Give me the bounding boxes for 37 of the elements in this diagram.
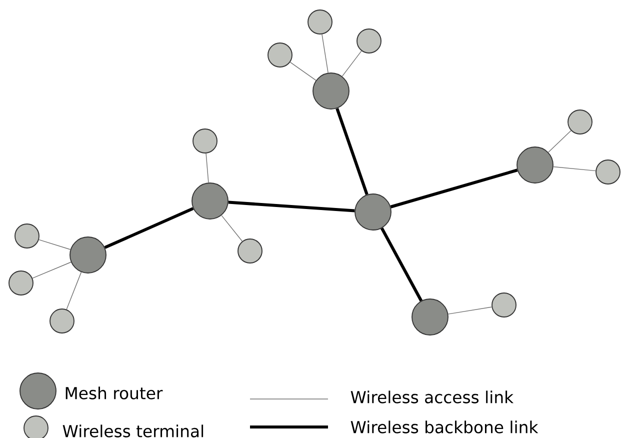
router-circle xyxy=(354,194,392,230)
router-circle xyxy=(192,182,228,220)
backbone-link xyxy=(104,207,194,249)
access-link xyxy=(290,62,316,81)
access-link xyxy=(548,130,572,153)
terminal-circle xyxy=(238,238,262,264)
router-circle xyxy=(70,236,106,274)
terminal-circle xyxy=(356,28,382,54)
access-link xyxy=(206,153,209,183)
access-link xyxy=(221,215,243,242)
backbone-link xyxy=(380,228,423,302)
access-link xyxy=(66,272,82,310)
legend-label: Mesh router xyxy=(66,386,163,400)
terminal-circle xyxy=(8,270,34,296)
backbone-link xyxy=(390,168,518,208)
router-circle xyxy=(312,72,350,110)
terminal-circle xyxy=(192,128,218,154)
backbone-link xyxy=(336,108,368,196)
legend-label: Wireless access link xyxy=(350,390,514,404)
legend-label: Wireless terminal xyxy=(62,424,204,438)
terminal-circle xyxy=(492,292,516,318)
router-circle xyxy=(412,298,448,336)
backbone-link xyxy=(228,200,355,212)
router-circle xyxy=(516,146,554,184)
access-link xyxy=(32,262,72,279)
access-link xyxy=(322,34,328,74)
terminal-circle xyxy=(268,42,292,68)
access-link xyxy=(38,239,71,250)
terminal-circle xyxy=(14,224,40,248)
access-link xyxy=(553,166,596,172)
terminal-circle xyxy=(50,308,74,334)
terminal-circle xyxy=(568,110,592,134)
legend-label: Wireless backbone link xyxy=(350,420,538,434)
access-link xyxy=(342,50,362,77)
access-link xyxy=(448,306,492,314)
terminal-circle xyxy=(596,160,620,184)
terminal-circle xyxy=(308,10,332,34)
